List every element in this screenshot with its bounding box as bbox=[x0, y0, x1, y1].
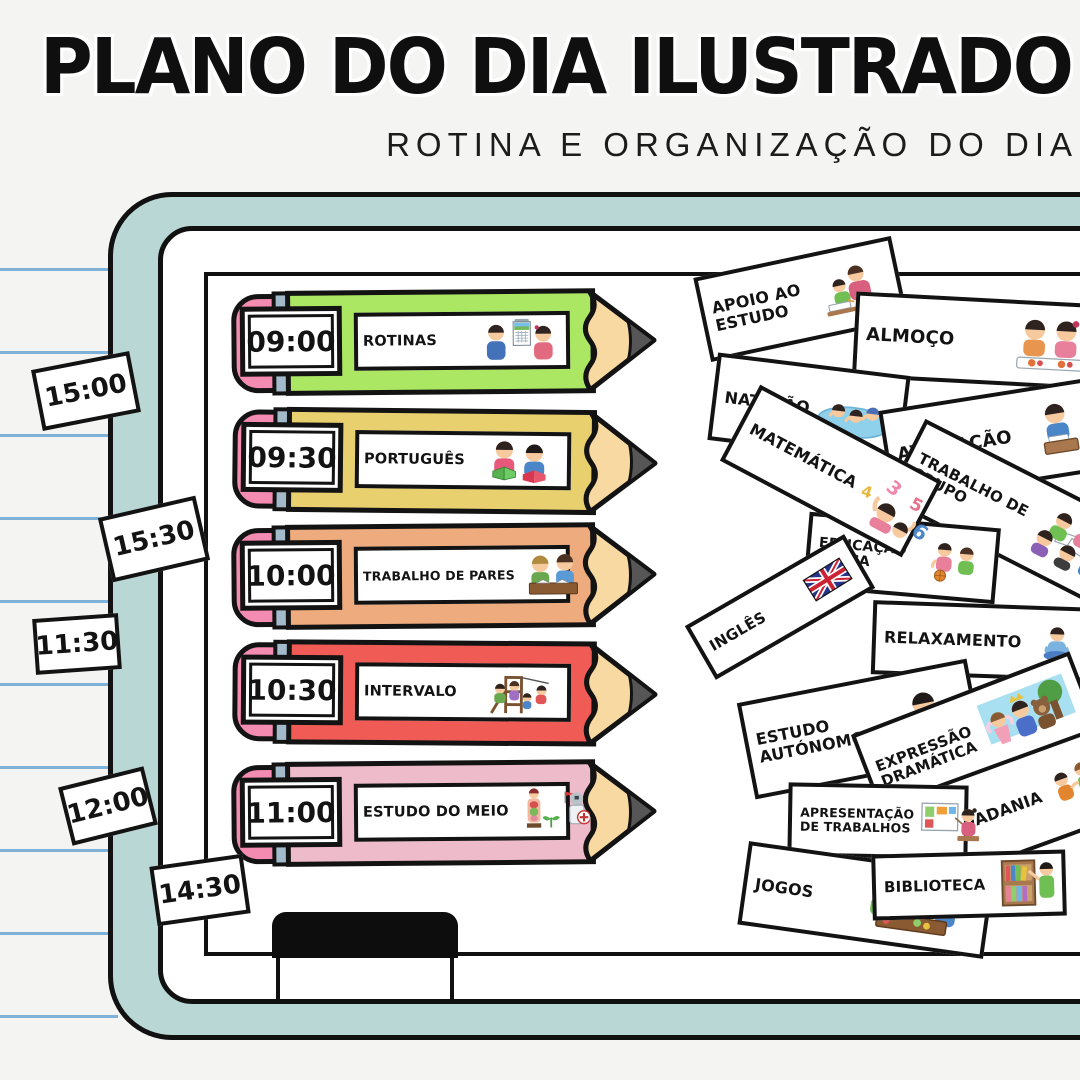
pencil-wood bbox=[582, 523, 657, 627]
activity-label-box: ESTUDO DO MEIO bbox=[353, 781, 570, 842]
time-box: 10:00 bbox=[246, 547, 336, 603]
activity-card-label: MATEMÁTICA bbox=[746, 419, 861, 493]
basketball-icon bbox=[922, 535, 988, 590]
time-box: 09:00 bbox=[246, 313, 336, 369]
activity-label: INTERVALO bbox=[363, 683, 457, 701]
activity-card-label: RELAXAMENTO bbox=[883, 627, 1022, 652]
activity-label-box: TRABALHO DE PARES bbox=[353, 544, 570, 605]
pencil-wood bbox=[583, 411, 658, 515]
activity-card-label: JOGOS bbox=[753, 874, 815, 902]
kids-desk-icon bbox=[518, 550, 590, 599]
schedule-row-intervalo: 10:30 INTERVALO bbox=[231, 637, 662, 750]
kids-calendar-icon bbox=[477, 315, 561, 366]
pencil-tip bbox=[625, 550, 657, 599]
pencil-tip bbox=[625, 316, 657, 365]
presentation-icon bbox=[918, 795, 983, 850]
pencil-tip bbox=[626, 439, 658, 487]
schedule-row-trabalho-de-pares: 10:00 TRABALHO DE PARES bbox=[230, 519, 661, 633]
activity-card-label: APOIO AO ESTUDO bbox=[710, 280, 803, 336]
activity-card-label: BIBLIOTECA bbox=[883, 875, 986, 896]
board-eraser-base bbox=[276, 958, 454, 999]
activity-label-box: PORTUGUÊS bbox=[354, 430, 572, 491]
pencil-wood bbox=[583, 642, 658, 746]
pencil-wood bbox=[582, 760, 657, 864]
anatomy-knight-icon bbox=[511, 786, 595, 837]
activity-card-apresentacao-de-trabalhos: APRESENTAÇÃO DE TRABALHOS bbox=[787, 782, 968, 860]
lunch-icon bbox=[1006, 314, 1080, 376]
holding-hands-icon bbox=[1037, 742, 1080, 820]
time-tag-11-30: 11:30 bbox=[32, 613, 122, 675]
pencil-tip bbox=[625, 787, 657, 836]
activity-label-box: ROTINAS bbox=[353, 310, 571, 371]
activity-card-label: ALMOÇO bbox=[865, 324, 955, 350]
bookshelf-icon bbox=[989, 856, 1064, 912]
page-title: PLANO DO DIA ILUSTRADO bbox=[40, 22, 1074, 112]
time-box: 09:30 bbox=[247, 429, 337, 485]
pencil-wood bbox=[582, 289, 657, 393]
pencil-tip bbox=[626, 670, 658, 719]
schedule-row-rotinas: 09:00 ROTINAS bbox=[230, 285, 661, 399]
notebook-lines-background bbox=[0, 188, 118, 1020]
time-box: 10:30 bbox=[247, 662, 337, 718]
activity-label: ESTUDO DO MEIO bbox=[362, 803, 509, 821]
board-eraser bbox=[272, 912, 458, 958]
page-subtitle: ROTINA E ORGANIZAÇÃO DO DIA bbox=[386, 126, 1078, 163]
activity-label: ROTINAS bbox=[362, 333, 438, 350]
playground-icon bbox=[478, 667, 562, 718]
activity-label: PORTUGUÊS bbox=[363, 451, 466, 469]
uk-flag-icon bbox=[797, 551, 858, 607]
activity-label: TRABALHO DE PARES bbox=[362, 566, 516, 584]
kids-reading-icon bbox=[478, 435, 563, 486]
schedule-row-estudo-do-meio: 11:00 ESTUDO DO MEIO bbox=[230, 756, 661, 870]
time-box: 11:00 bbox=[246, 784, 336, 840]
schedule-row-portugues: 09:30 PORTUGUÊS bbox=[230, 404, 661, 518]
activity-label-box: INTERVALO bbox=[354, 662, 572, 722]
activity-card-biblioteca: BIBLIOTECA bbox=[871, 849, 1067, 921]
activity-card-label: APRESENTAÇÃO DE TRABALHOS bbox=[799, 804, 915, 836]
exam-icon bbox=[1011, 386, 1080, 467]
